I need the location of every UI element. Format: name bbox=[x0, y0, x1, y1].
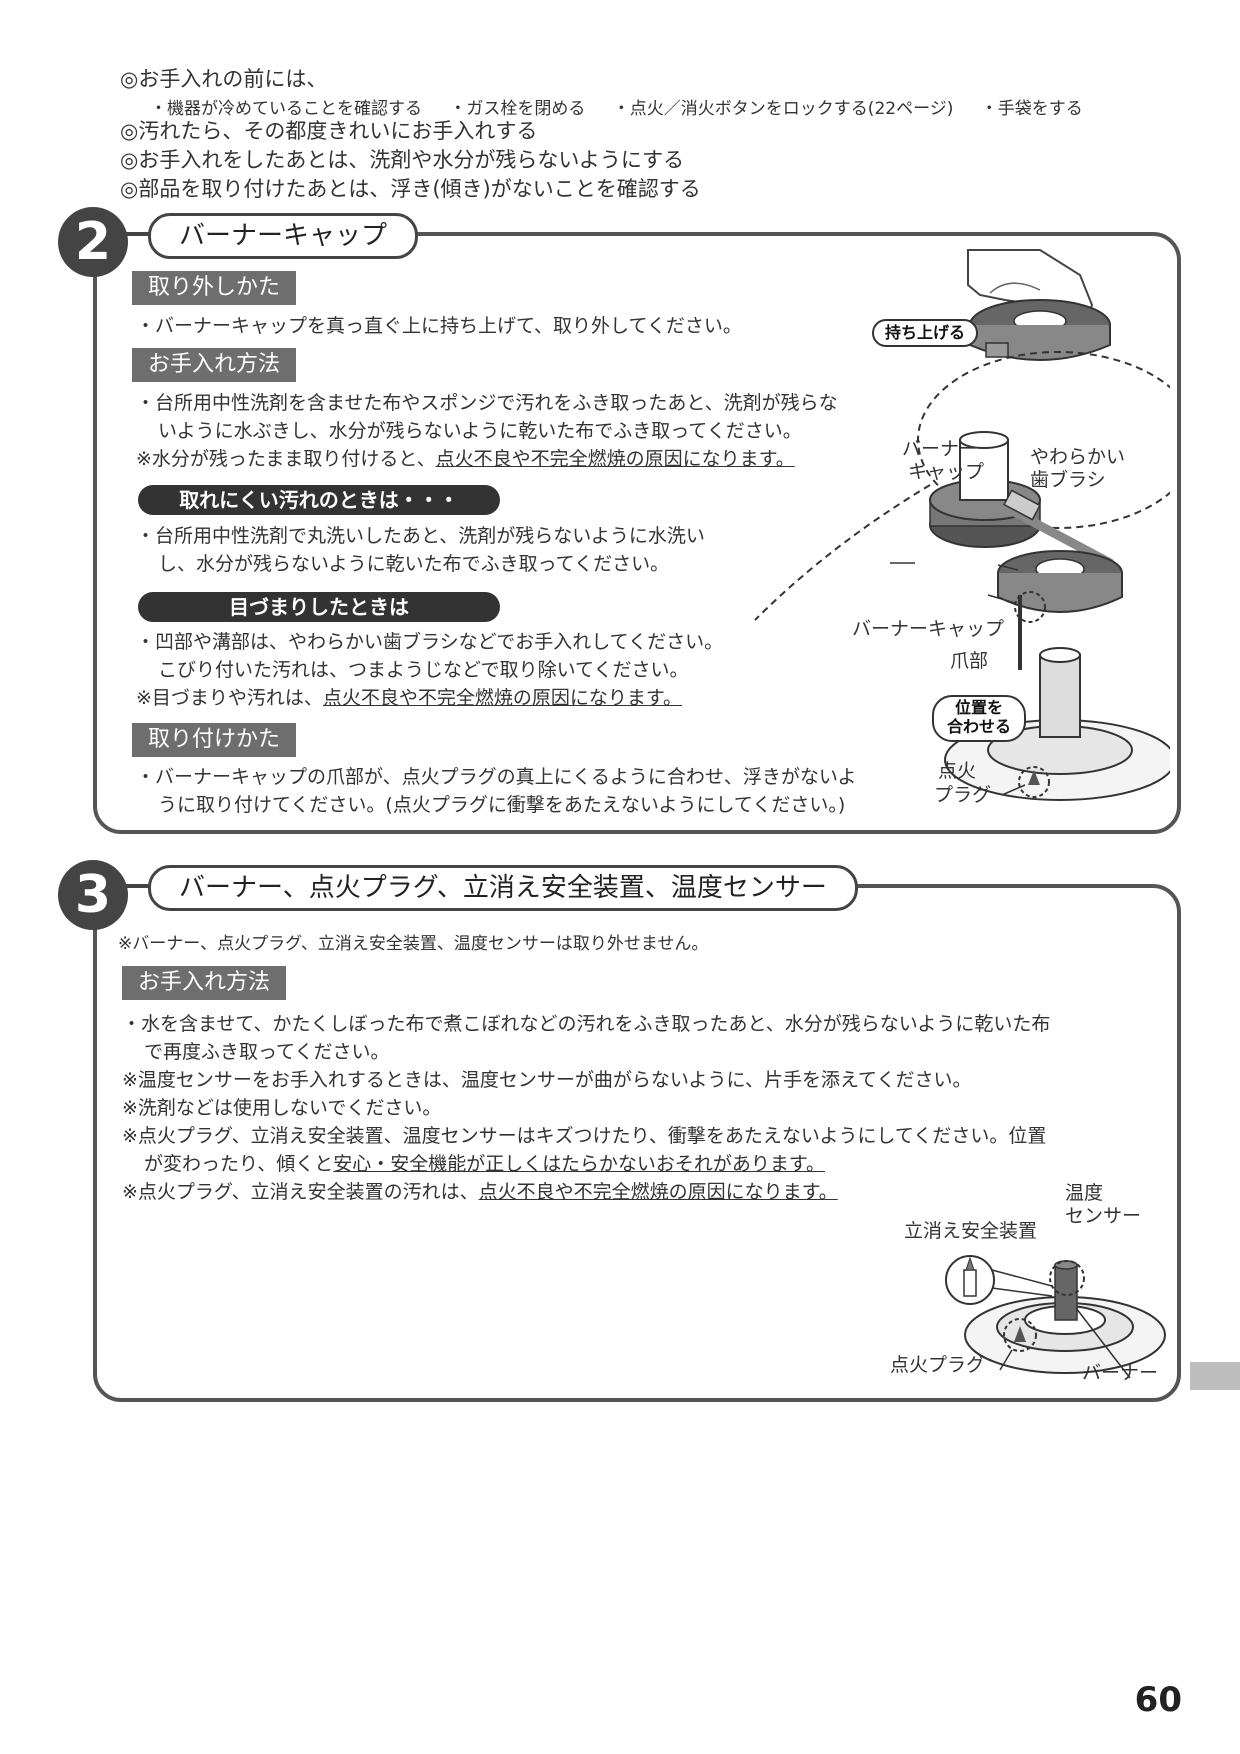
section-3-number-badge: 3 bbox=[58, 860, 128, 930]
care-note: ※水分が残ったまま取り付けると、点火不良や不完全燃焼の原因になります。 bbox=[136, 446, 795, 473]
section-3-title: バーナー、点火プラグ、立消え安全装置、温度センサー bbox=[148, 865, 858, 911]
section-3-text-5: ※点火プラグ、立消え安全装置、温度センサーはキズつけたり、衝撃をあたえないように… bbox=[122, 1125, 1047, 1147]
care-text-2: いように水ぶきし、水分が残らないように乾いた布でふき取ってください。 bbox=[158, 420, 802, 442]
fig-ignition-plug-label: 点火プラグ bbox=[890, 1354, 986, 1376]
side-index-tab bbox=[1190, 1362, 1240, 1390]
stubborn-text-1: ・台所用中性洗剤で丸洗いしたあと、洗剤が残らないように水洗い bbox=[136, 525, 705, 547]
fig-plug-label-2: プラグ bbox=[934, 784, 992, 806]
intro-line-2: ◎汚れたら、その都度きれいにお手入れする bbox=[120, 119, 538, 143]
burner-parts-illustration bbox=[945, 1255, 1166, 1379]
intro-checklist: ・機器が冷めていることを確認する ・ガス栓を閉める ・点火／消火ボタンをロックす… bbox=[150, 94, 1105, 119]
fig-claw-label: 爪部 bbox=[950, 650, 989, 672]
section-3-text-7-prefix: ※点火プラグ、立消え安全装置の汚れは、 bbox=[122, 1181, 479, 1203]
remove-label: 取り外しかた bbox=[132, 271, 297, 305]
align-badge-line-1: 位置を bbox=[954, 698, 1003, 717]
align-badge: 位置を 合わせる bbox=[932, 695, 1026, 742]
lift-badge: 持ち上げる bbox=[872, 319, 978, 347]
fig-brush-label-1: やわらかい bbox=[1030, 446, 1126, 468]
fig-temp-sensor-label-1: 温度 bbox=[1065, 1182, 1104, 1204]
section-2-title: バーナーキャップ bbox=[148, 213, 419, 259]
care-text-1: ・台所用中性洗剤を含ませた布やスポンジで汚れをふき取ったあと、洗剤が残らな bbox=[136, 392, 838, 414]
clogged-label: 目づまりしたときは bbox=[138, 592, 500, 622]
clog-text-2: こびり付いた汚れは、つまようじなどで取り除いてください。 bbox=[158, 659, 689, 681]
intro-check-2: ・ガス栓を閉める bbox=[449, 99, 586, 119]
section-3-note: ※バーナー、点火プラグ、立消え安全装置、温度センサーは取り外せません。 bbox=[118, 934, 709, 954]
section-3-text-6-warning: 安心・安全機能が正しくはたらかないおそれがあります。 bbox=[333, 1153, 825, 1175]
care-note-prefix: ※水分が残ったまま取り付けると、 bbox=[136, 448, 436, 470]
clog-note-warning: 点火不良や不完全燃焼の原因になります。 bbox=[322, 687, 683, 709]
intro-line-3: ◎お手入れをしたあとは、洗剤や水分が残らないようにする bbox=[120, 148, 685, 172]
clog-note: ※目づまりや汚れは、点火不良や不完全燃焼の原因になります。 bbox=[136, 685, 682, 712]
section-3-text-3: ※温度センサーをお手入れするときは、温度センサーが曲がらないように、片手を添えて… bbox=[122, 1069, 972, 1091]
section-3-text-2: で再度ふき取ってください。 bbox=[144, 1041, 390, 1063]
detail-bubble bbox=[917, 351, 1170, 529]
section-2-number-badge: 2 bbox=[58, 207, 128, 277]
fig-cap-full-label: バーナーキャップ bbox=[852, 618, 1005, 640]
care-note-warning: 点火不良や不完全燃焼の原因になります。 bbox=[435, 448, 795, 470]
section-3-text-7-warning: 点火不良や不完全燃焼の原因になります。 bbox=[478, 1181, 838, 1203]
stubborn-text-2: し、水分が残らないように乾いた布でふき取ってください。 bbox=[158, 553, 670, 575]
page-number: 60 bbox=[1134, 1680, 1182, 1720]
fig-burner-label: バーナー bbox=[1082, 1362, 1159, 1384]
hand-lifting-cap-illustration bbox=[967, 249, 1111, 361]
attach-label: 取り付けかた bbox=[132, 723, 297, 757]
section-3-text-1: ・水を含ませて、かたくしぼった布で煮こぼれなどの汚れをふき取ったあと、水分が残ら… bbox=[122, 1013, 1051, 1035]
section-2-connector bbox=[120, 232, 160, 236]
fig-brush-label-2: 歯ブラシ bbox=[1030, 469, 1106, 491]
fig-plug-label-1: 点火 bbox=[938, 760, 977, 782]
section-3-text-6-prefix: が変わったり、傾くと bbox=[144, 1153, 334, 1175]
care-label: お手入れ方法 bbox=[132, 348, 297, 382]
attach-text-2: うに取り付けてください。(点火プラグに衝撃をあたえないようにしてください。) bbox=[158, 794, 846, 816]
fig-safety-device-label: 立消え安全装置 bbox=[904, 1220, 1038, 1242]
intro-check-3: ・点火／消火ボタンをロックする(22ページ) bbox=[612, 99, 954, 119]
intro-line-1: ◎お手入れの前には、 bbox=[120, 67, 328, 91]
intro-check-4: ・手袋をする bbox=[980, 99, 1083, 119]
section-3-text-7: ※点火プラグ、立消え安全装置の汚れは、点火不良や不完全燃焼の原因になります。 bbox=[122, 1179, 838, 1206]
fig-cap-label-2: キャップ bbox=[908, 461, 985, 483]
stubborn-dirt-label: 取れにくい汚れのときは・・・ bbox=[138, 485, 500, 515]
section-3-text-4: ※洗剤などは使用しないでください。 bbox=[122, 1097, 442, 1119]
intro-check-1: ・機器が冷めていることを確認する bbox=[150, 99, 422, 119]
fig-cap-label-1: バーナー bbox=[902, 438, 979, 460]
burner-cap-illustrations bbox=[754, 249, 1170, 801]
clog-text-1: ・凹部や溝部は、やわらかい歯ブラシなどでお手入れしてください。 bbox=[136, 631, 724, 653]
attach-text-1: ・バーナーキャップの爪部が、点火プラグの真上にくるように合わせ、浮きがないよ bbox=[136, 766, 857, 788]
align-badge-line-2: 合わせる bbox=[946, 717, 1011, 736]
section-3-connector bbox=[120, 884, 160, 888]
section-3-text-6: が変わったり、傾くと安心・安全機能が正しくはたらかないおそれがあります。 bbox=[144, 1151, 825, 1178]
clog-note-prefix: ※目づまりや汚れは、 bbox=[136, 687, 323, 709]
remove-text: ・バーナーキャップを真っ直ぐ上に持ち上げて、取り外してください。 bbox=[136, 315, 742, 337]
section-3-care-label: お手入れ方法 bbox=[122, 966, 287, 1000]
intro-line-4: ◎部品を取り付けたあとは、浮き(傾き)がないことを確認する bbox=[120, 177, 701, 201]
fig-temp-sensor-label-2: センサー bbox=[1065, 1205, 1142, 1227]
